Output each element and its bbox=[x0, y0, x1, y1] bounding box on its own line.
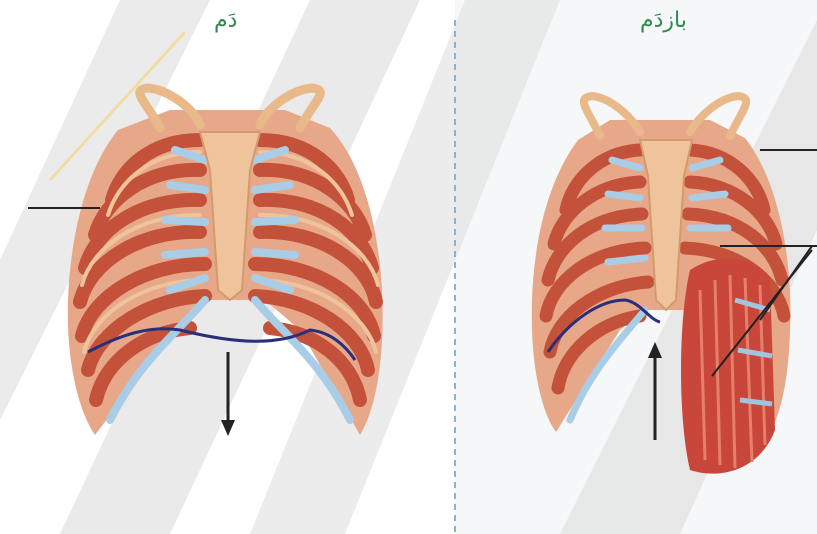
intercostal-muscle-inset bbox=[681, 259, 775, 474]
inhale-label: دَم bbox=[214, 8, 237, 33]
exhale-label: بازدَم bbox=[640, 8, 687, 33]
down-arrow-head bbox=[221, 420, 235, 436]
